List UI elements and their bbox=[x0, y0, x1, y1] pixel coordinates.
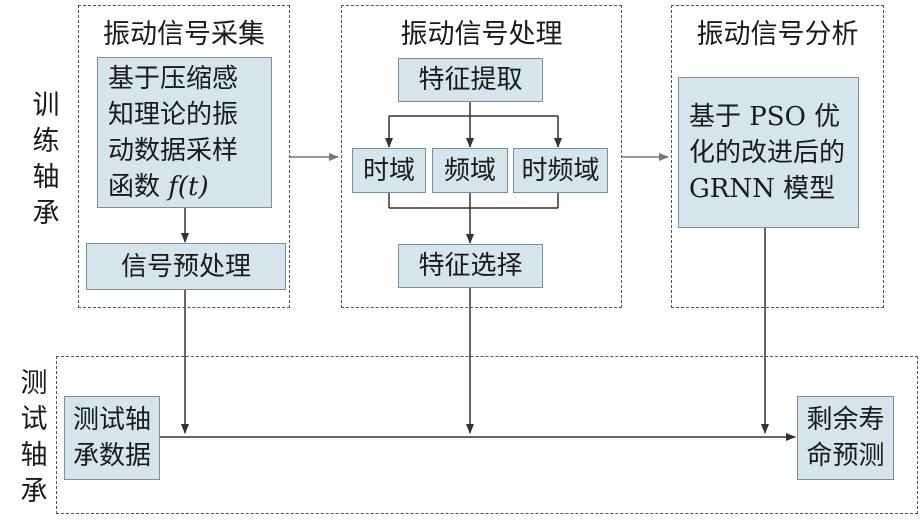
time-domain-box: 时域 bbox=[352, 148, 426, 193]
preprocess-box: 信号预处理 bbox=[86, 243, 286, 290]
pso-grnn-model-box: 基于 PSO 优化的改进后的 GRNN 模型 bbox=[678, 77, 859, 228]
freq-domain-box: 频域 bbox=[432, 148, 508, 193]
side-label-train: 训 练 轴 承 bbox=[32, 90, 60, 229]
sampling-function-label: 基于压缩感知理论的振动数据采样函数 f(t) bbox=[108, 63, 239, 202]
sampling-function-box: 基于压缩感知理论的振动数据采样函数 f(t) bbox=[97, 57, 272, 208]
test-data-box: 测试轴承数据 bbox=[64, 396, 160, 480]
collection-frame bbox=[78, 5, 290, 308]
sampling-function-symbol: f(t) bbox=[168, 171, 209, 202]
section-title-collection: 振动信号采集 bbox=[103, 19, 265, 50]
rul-prediction-box: 剩余寿命预测 bbox=[797, 396, 894, 480]
analysis-frame bbox=[671, 5, 884, 308]
side-label-test: 测 试 轴 承 bbox=[20, 368, 48, 507]
test-frame bbox=[56, 356, 918, 514]
time-freq-domain-box: 时频域 bbox=[513, 148, 608, 193]
section-title-processing: 振动信号处理 bbox=[400, 19, 563, 50]
feature-select-box: 特征选择 bbox=[398, 244, 543, 288]
processing-frame bbox=[341, 5, 622, 308]
section-title-analysis: 振动信号分析 bbox=[696, 19, 859, 50]
feature-extract-box: 特征提取 bbox=[398, 58, 543, 102]
